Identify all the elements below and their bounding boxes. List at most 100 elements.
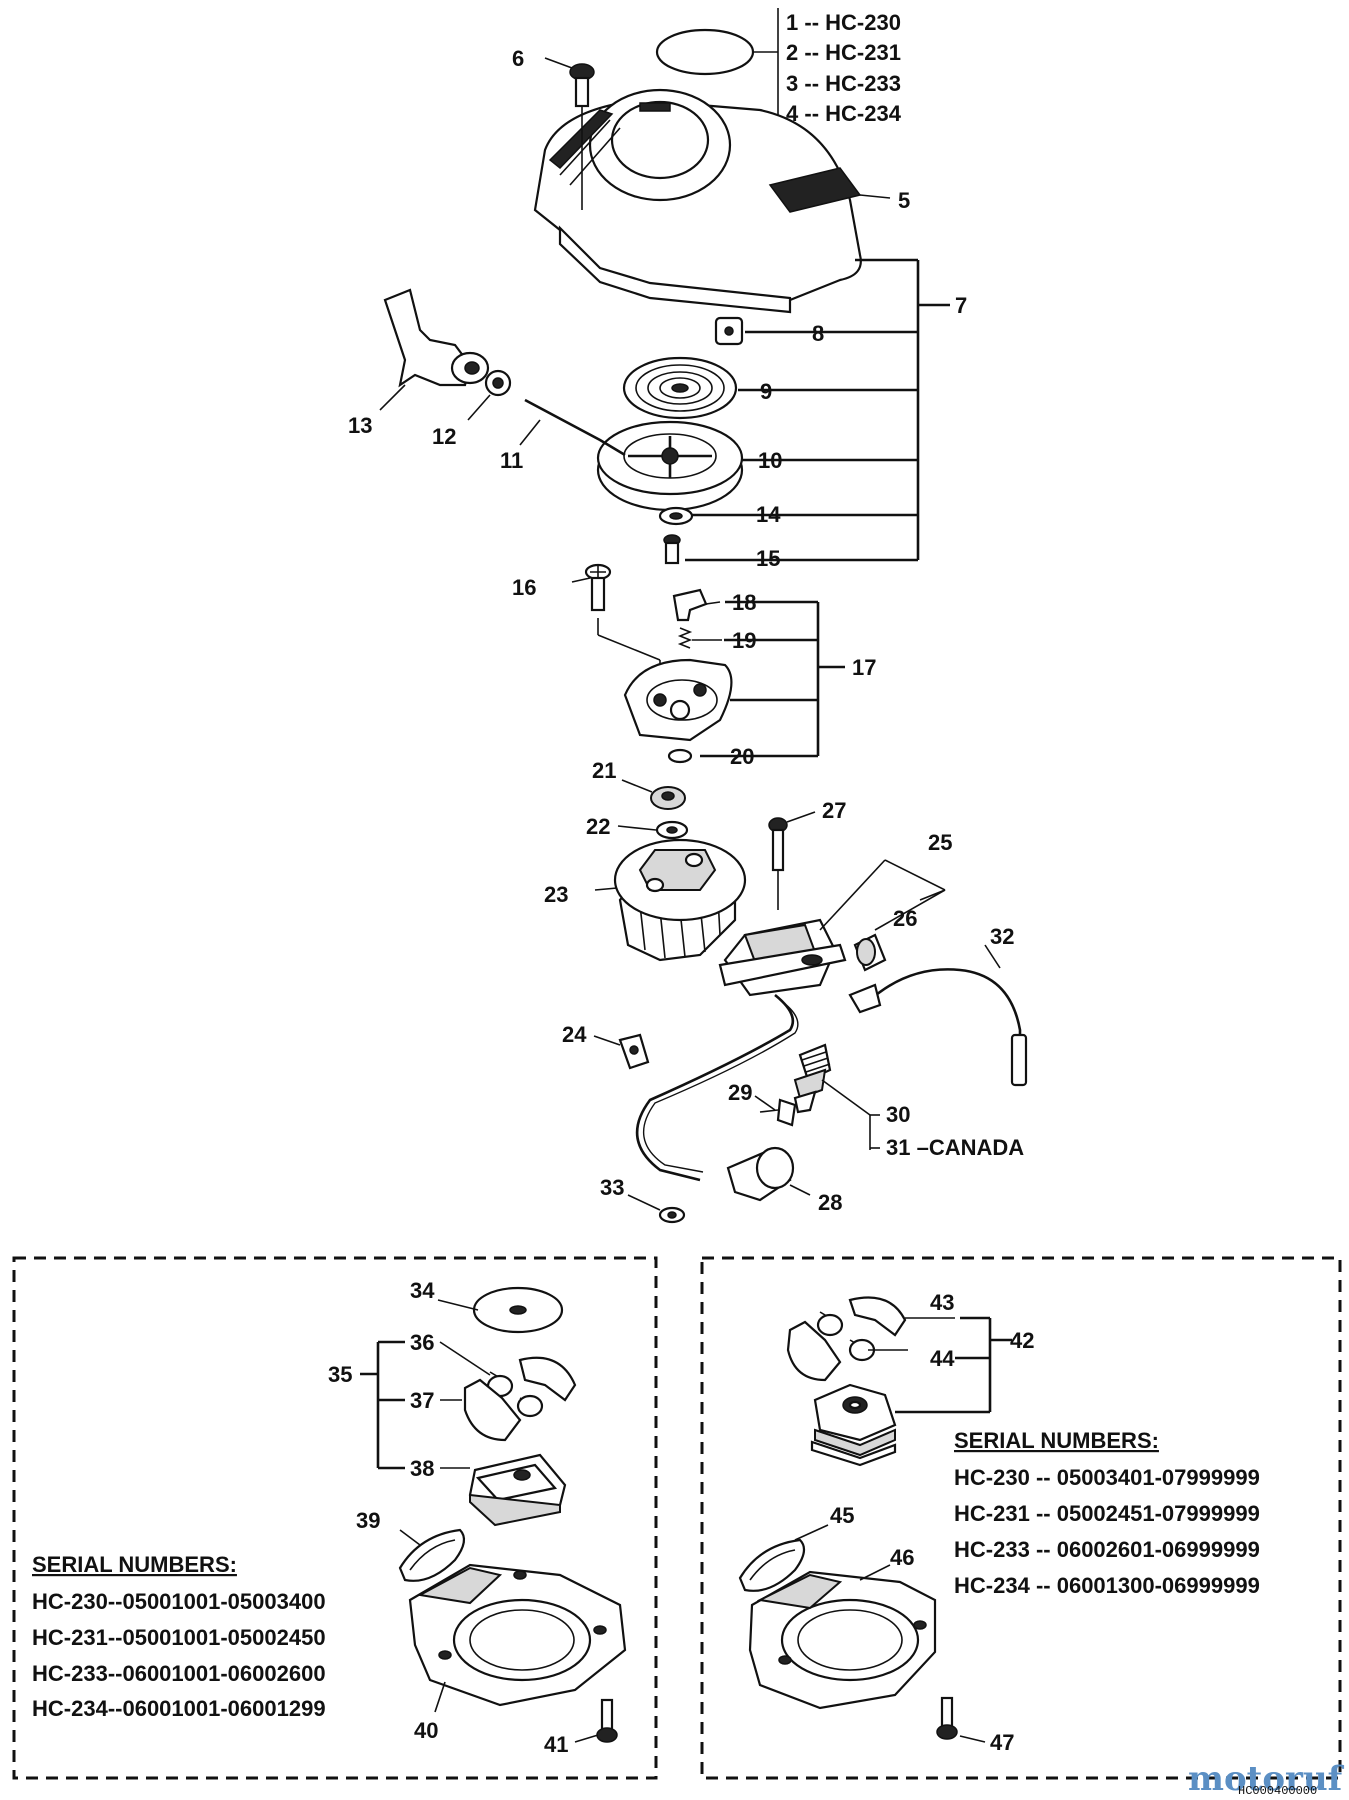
legend-line-4: 4 -- HC-234: [786, 101, 902, 126]
right-serial-row-3: HC-233 -- 06002601-06999999: [954, 1537, 1260, 1562]
label-22: 22: [586, 814, 610, 839]
clutch-hub-38: [468, 1453, 567, 1527]
label-8: 8: [812, 321, 824, 346]
label-24: 24: [562, 1022, 587, 1047]
callout-bracket-42: [868, 1316, 1012, 1414]
left-serial-row-4: HC-234--06001001-06001299: [32, 1696, 326, 1721]
spring-19: [677, 627, 722, 649]
clutch-shoe-37: [463, 1378, 544, 1442]
label-14: 14: [756, 502, 781, 527]
boot-26: [853, 933, 887, 972]
label-47: 47: [990, 1730, 1014, 1755]
label-42: 42: [1010, 1328, 1034, 1353]
rope-guide-12: [467, 369, 512, 421]
gasket-39: [398, 1528, 466, 1582]
label-41: 41: [544, 1732, 568, 1757]
pawl-18: [672, 588, 721, 622]
label-31: 31 –CANADA: [886, 1135, 1024, 1160]
label-33: 33: [600, 1175, 624, 1200]
screw-16: [571, 563, 661, 690]
label-7: 7: [955, 293, 967, 318]
clutch-hub: [810, 1383, 897, 1467]
washer-20: [667, 748, 693, 764]
label-36: 36: [410, 1330, 434, 1355]
label-21: 21: [592, 758, 616, 783]
right-serial-box: 42 43 44 45 46 47 SERIAL NUMBERS: HC-230…: [700, 1256, 1342, 1780]
label-23: 23: [544, 882, 568, 907]
label-35: 35: [328, 1362, 352, 1387]
label-28: 28: [818, 1190, 842, 1215]
starter-cover: [533, 88, 862, 314]
label-43: 43: [930, 1290, 954, 1315]
callout-bracket-17: [700, 600, 845, 758]
label-17: 17: [852, 655, 876, 680]
watermark: motoruf: [1188, 1759, 1345, 1799]
bolt-27: [768, 811, 816, 910]
clutch-shoe-44: [786, 1320, 876, 1382]
disc-34: [437, 1286, 564, 1334]
right-serial-row-1: HC-230 -- 05003401-07999999: [954, 1465, 1260, 1490]
label-6: 6: [512, 46, 524, 71]
label-26: 26: [893, 906, 917, 931]
left-serial-row-1: HC-230--05001001-05003400: [32, 1589, 326, 1614]
terminal-29: [754, 1095, 797, 1127]
screw-15: [663, 534, 681, 565]
starter-rope-11: [524, 398, 626, 457]
high-tension-lead: [635, 993, 795, 1182]
washer-33: [627, 1194, 686, 1224]
callout-bracket-35: [360, 1340, 491, 1470]
label-34: 34: [410, 1278, 435, 1303]
label-40: 40: [414, 1718, 438, 1743]
label-20: 20: [730, 744, 754, 769]
callout-bracket-7: [685, 258, 950, 562]
label-9: 9: [760, 379, 772, 404]
label-45: 45: [830, 1503, 854, 1528]
label-11: 11: [500, 448, 523, 473]
drawing-code: HC000400000: [1238, 1784, 1317, 1798]
label-15: 15: [756, 546, 780, 571]
label-27: 27: [822, 798, 846, 823]
label-19: 19: [732, 628, 756, 653]
screw-47: [936, 1696, 986, 1743]
legend-line-3: 3 -- HC-233: [786, 71, 901, 96]
pawl-carrier-17: [623, 658, 733, 742]
clutch-shoe-36: [486, 1356, 577, 1402]
clip-24: [593, 1033, 650, 1070]
left-serial-row-2: HC-231--05001001-05002450: [32, 1625, 326, 1650]
left-serial-row-3: HC-233--06001001-06002600: [32, 1661, 326, 1686]
right-serial-row-2: HC-231 -- 05002451-07999999: [954, 1501, 1260, 1526]
recoil-spring-9: [622, 356, 738, 420]
washer-22: [617, 820, 689, 840]
right-serial-heading: SERIAL NUMBERS:: [954, 1428, 1159, 1453]
label-5: 5: [898, 188, 910, 213]
legend-line-2: 2 -- HC-231: [786, 40, 901, 65]
gasket-45: [738, 1524, 829, 1592]
label-38: 38: [410, 1456, 434, 1481]
plug-cap-28: [726, 1146, 811, 1202]
screw-6: [544, 57, 595, 210]
spark-plug-30: [793, 1043, 880, 1150]
nut-21: [621, 779, 686, 810]
clutch-shoe-43: [816, 1296, 907, 1337]
part-labels: 5 6 7 8 9 10 11 12 13 14 15 16 17 18 19 …: [348, 46, 1024, 1215]
label-37: 37: [410, 1388, 434, 1413]
clutch-housing-46: [748, 1564, 937, 1710]
decal-disc: [655, 28, 755, 76]
ignition-coil-25: [718, 859, 946, 997]
label-10: 10: [758, 448, 782, 473]
left-serial-box: 34 35 36 37 38 39 40 41 SERIAL NUMBERS: …: [12, 1256, 658, 1780]
label-13: 13: [348, 413, 372, 438]
label-32: 32: [990, 924, 1014, 949]
label-18: 18: [732, 590, 756, 615]
label-25: 25: [928, 830, 952, 855]
clutch-housing-40: [408, 1563, 627, 1713]
label-30: 30: [886, 1102, 910, 1127]
label-46: 46: [890, 1545, 914, 1570]
flywheel-23: [594, 838, 747, 962]
legend-line-1: 1 -- HC-230: [786, 10, 901, 35]
rope-pulley-10: [596, 420, 744, 512]
label-12: 12: [432, 424, 456, 449]
label-39: 39: [356, 1508, 380, 1533]
